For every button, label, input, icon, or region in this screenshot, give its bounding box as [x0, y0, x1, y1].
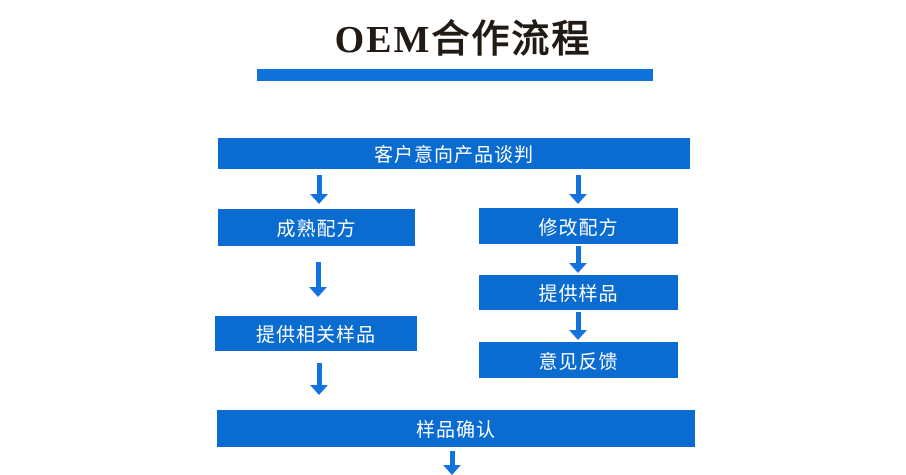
flow-step-label: 修改配方	[538, 217, 619, 239]
flow-step-modify-formula: 修改配方	[479, 208, 678, 244]
arrow-head	[569, 194, 587, 204]
flow-step-label: 提供样品	[538, 284, 619, 305]
arrow-shaft	[575, 312, 581, 330]
flow-step-label: 提供相关样品	[255, 325, 376, 346]
arrow-shaft	[316, 363, 322, 385]
title-underline-bar	[257, 69, 653, 81]
arrow-down-icon	[569, 312, 587, 340]
arrow-down-icon	[310, 175, 328, 204]
flow-step-label: 成熟配方	[276, 219, 357, 240]
arrow-head	[309, 287, 327, 297]
arrow-shaft	[315, 262, 321, 287]
arrow-head	[569, 330, 587, 340]
arrow-shaft	[575, 246, 581, 263]
flow-step-label: 客户意向产品谈判	[373, 145, 534, 166]
flow-step-label: 样品确认	[415, 420, 496, 441]
arrow-shaft	[575, 175, 581, 194]
arrow-down-icon	[569, 246, 587, 273]
flow-step-feedback: 意见反馈	[479, 342, 678, 378]
arrow-down-icon	[443, 451, 461, 475]
flow-step-related-samples: 提供相关样品	[215, 316, 417, 351]
arrow-head	[443, 465, 461, 475]
page-title: OEM合作流程	[334, 19, 592, 61]
arrow-head	[310, 385, 328, 395]
arrow-shaft	[449, 451, 455, 465]
flow-step-sample-confirm: 样品确认	[217, 410, 695, 447]
flow-step-provide-samples: 提供样品	[479, 275, 678, 310]
arrow-down-icon	[569, 175, 587, 204]
flow-step-mature-formula: 成熟配方	[218, 209, 415, 246]
arrow-down-icon	[310, 363, 328, 395]
arrow-down-icon	[309, 262, 327, 297]
arrow-shaft	[316, 175, 322, 194]
arrow-head	[310, 194, 328, 204]
flow-step-start: 客户意向产品谈判	[218, 138, 690, 169]
flow-step-label: 意见反馈	[538, 351, 619, 373]
arrow-head	[569, 263, 587, 273]
